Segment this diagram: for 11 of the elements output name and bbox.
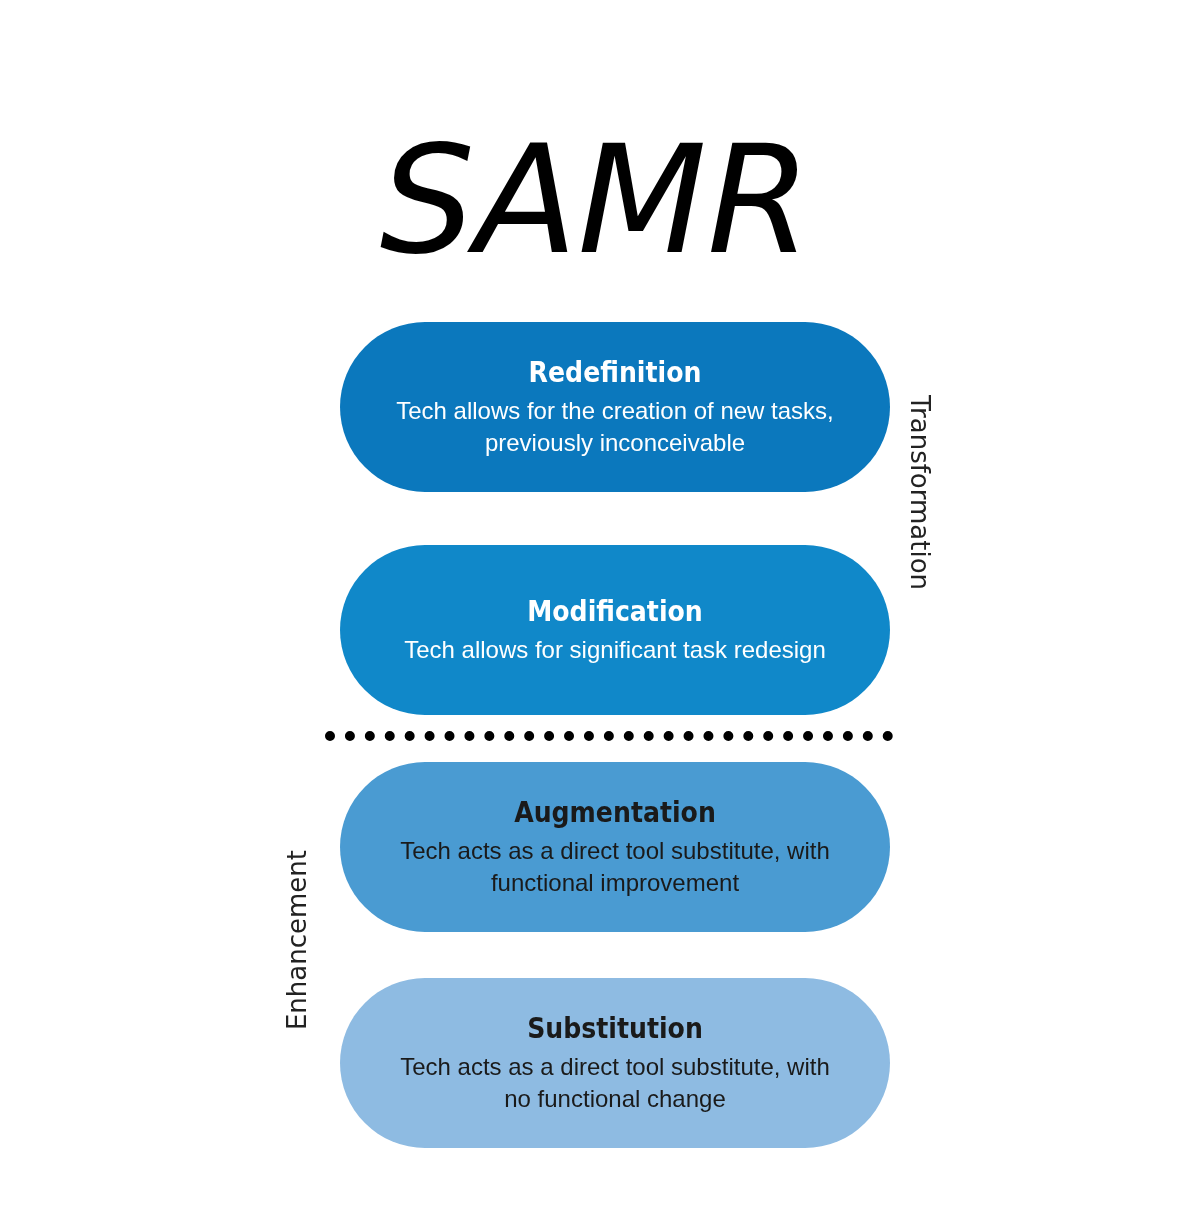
phase-label: Transformation: [905, 395, 935, 591]
diagram-title: SAMR: [379, 125, 812, 275]
level-heading: Modification: [527, 594, 703, 628]
level-description: Tech acts as a direct tool substitute, with functional improvement: [399, 836, 831, 898]
level-description: Tech acts as a direct tool substitute, with no functional change: [399, 1052, 831, 1114]
level-heading: Substitution: [527, 1012, 703, 1046]
level-description: Tech allows for significant task redesign: [404, 634, 826, 665]
level-description: Tech allows for the creation of new tasks, previously inconceivable: [395, 396, 835, 458]
phase-label: Enhancement: [282, 850, 312, 1031]
level-heading: Augmentation: [514, 796, 716, 830]
level-heading: Redefinition: [528, 356, 702, 390]
